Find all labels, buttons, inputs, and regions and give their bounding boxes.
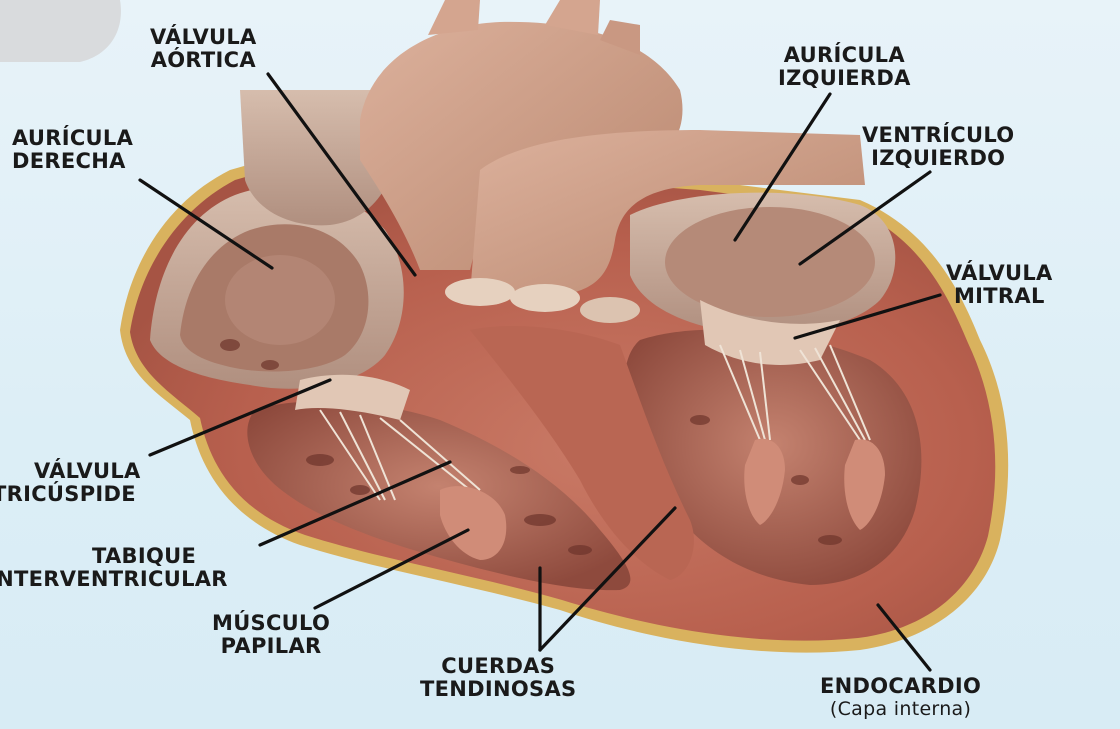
aortic-valve-cusp-1: [445, 278, 515, 306]
label-auricula-izquierda-line1: AURÍCULA: [778, 44, 911, 67]
aortic-valve-cusp-2: [510, 284, 580, 312]
label-cuerdas-line1: CUERDAS: [420, 655, 576, 678]
label-tabique-interventricular: TABIQUE INTERVENTRICULAR: [0, 545, 228, 591]
label-valvula-mitral-line2: MITRAL: [946, 285, 1053, 308]
label-musculo-papilar: MÚSCULO PAPILAR: [212, 612, 330, 658]
label-auricula-derecha-line2: DERECHA: [12, 150, 133, 173]
label-endocardio: ENDOCARDIO (Capa interna): [820, 675, 981, 721]
label-valvula-mitral-line1: VÁLVULA: [946, 262, 1053, 285]
label-auricula-izquierda-line2: IZQUIERDA: [778, 67, 911, 90]
label-musculo-papilar-line1: MÚSCULO: [212, 612, 330, 635]
label-tabique-line1: TABIQUE: [0, 545, 228, 568]
label-endocardio-line1: ENDOCARDIO: [820, 675, 981, 698]
label-ventriculo-izquierdo: VENTRÍCULO IZQUIERDO: [862, 124, 1014, 170]
label-ventriculo-izquierdo-line1: VENTRÍCULO: [862, 124, 1014, 147]
label-endocardio-line2: (Capa interna): [820, 698, 981, 721]
label-valvula-tricuspide: VÁLVULA TRICÚSPIDE: [0, 460, 141, 506]
fossa-ovalis: [225, 255, 335, 345]
label-cuerdas-tendinosas: CUERDAS TENDINOSAS: [420, 655, 576, 701]
label-valvula-tricuspide-line2: TRICÚSPIDE: [0, 483, 141, 506]
label-auricula-izquierda: AURÍCULA IZQUIERDA: [778, 44, 911, 90]
label-musculo-papilar-line2: PAPILAR: [212, 635, 330, 658]
label-auricula-derecha: AURÍCULA DERECHA: [12, 127, 133, 173]
corner-inset-shape: [0, 0, 121, 62]
label-valvula-aortica: VÁLVULA AÓRTICA: [150, 26, 257, 72]
label-tabique-line2: INTERVENTRICULAR: [0, 568, 228, 591]
aortic-branch-1: [428, 0, 480, 35]
label-valvula-tricuspide-line1: VÁLVULA: [0, 460, 141, 483]
label-valvula-aortica-line2: AÓRTICA: [150, 49, 257, 72]
label-valvula-aortica-line1: VÁLVULA: [150, 26, 257, 49]
left-atrium-chamber: [665, 207, 875, 317]
aortic-valve-cusp-3: [580, 297, 640, 323]
label-ventriculo-izquierdo-line2: IZQUIERDO: [862, 147, 1014, 170]
label-cuerdas-line2: TENDINOSAS: [420, 678, 576, 701]
label-auricula-derecha-line1: AURÍCULA: [12, 127, 133, 150]
label-valvula-mitral: VÁLVULA MITRAL: [946, 262, 1053, 308]
